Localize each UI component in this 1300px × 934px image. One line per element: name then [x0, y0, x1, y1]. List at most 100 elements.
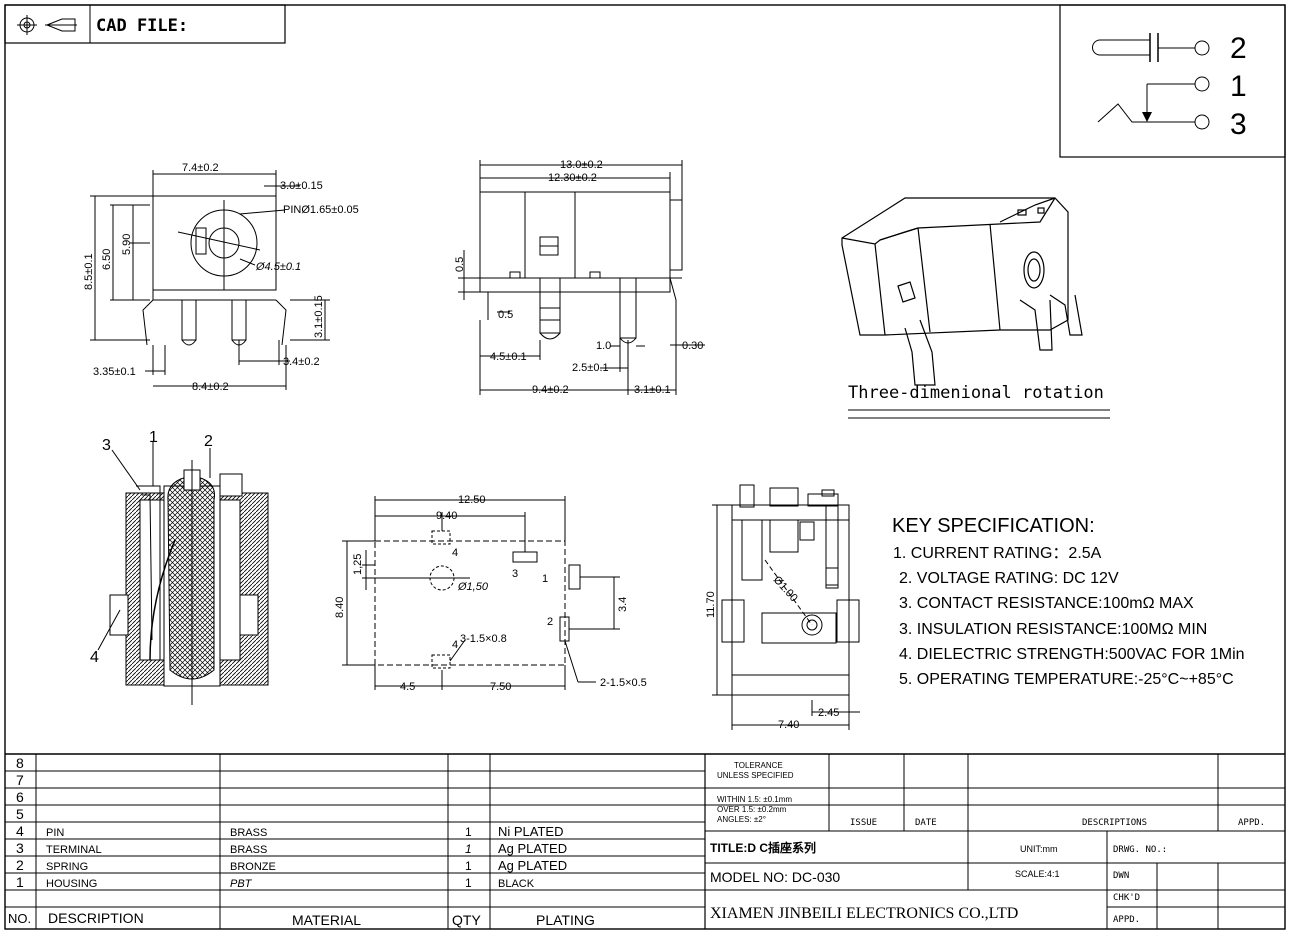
bom-desc: PIN [46, 827, 64, 839]
fp-slot3: 3-1.5×0.8 [460, 633, 507, 645]
fp-dim-45: 4.5 [400, 681, 415, 693]
fp-pad-4a: 4 [452, 547, 458, 559]
model-no: MODEL NO: DC-030 [710, 869, 840, 885]
sv-dim-45: 4.5±0.1 [490, 351, 527, 363]
sv-dim-25: 2.5±0.1 [572, 362, 609, 374]
fv-dim-650: 6.50 [101, 249, 113, 270]
issue-label: ISSUE [850, 818, 877, 828]
spec-title: KEY SPECIFICATION: [892, 515, 1095, 537]
section-callout-4: 4 [90, 649, 99, 666]
bom-desc: TERMINAL [46, 844, 102, 856]
fp-dim-750: 7.50 [490, 681, 511, 693]
bom-header-qty: QTY [452, 912, 481, 928]
ev-dim-740: 7.40 [778, 719, 799, 731]
title-block-text: TOLERANCE UNLESS SPECIFIED WITHIN 1.5: ±… [710, 761, 1265, 925]
tol-title-2: UNLESS SPECIFIED [717, 771, 794, 780]
scale-label: SCALE:4:1 [1015, 869, 1060, 879]
tol-line-1: WITHIN 1.5: ±0.1mm [717, 795, 792, 804]
isometric-view [841, 197, 1083, 386]
fv-dim-pingap: 3.4±0.2 [283, 356, 320, 368]
bom-rows: 8 7 6 5 4 3 2 1 PIN TERMINAL SPRING HOUS… [8, 755, 595, 928]
bom-table [5, 753, 1285, 929]
bom-no: 8 [16, 755, 24, 771]
sv-dim-05b: 0.5 [498, 309, 513, 321]
bom-qty: 1 [465, 876, 472, 890]
fp-pad-4b: 4 [452, 639, 458, 651]
fp-pad-1: 1 [542, 573, 548, 585]
bom-qty: 1 [465, 842, 472, 856]
sv-dim-030: 0.30 [682, 340, 703, 352]
appd-label: APPD. [1113, 915, 1140, 925]
bom-qty: 1 [465, 859, 472, 873]
appd-top-label: APPD. [1238, 818, 1265, 828]
ev-dim-hole: Ø1.00 [771, 574, 800, 604]
fp-pad-2: 2 [547, 616, 553, 628]
section-callout-2: 2 [204, 433, 213, 450]
drawing-title: TITLE:D C插座系列 [710, 840, 816, 855]
fv-dim-leftoff: 3.35±0.1 [93, 366, 136, 378]
bom-material: BRASS [230, 827, 267, 839]
bom-plating: BLACK [498, 878, 535, 890]
descriptions-label: DESCRIPTIONS [1082, 818, 1147, 828]
pin-schematic: 2 1 3 [1059, 4, 1286, 158]
side-view [458, 160, 705, 395]
cad-file-label: CAD FILE: [96, 16, 188, 36]
title-block [705, 754, 1285, 929]
pin-label-2: 2 [1230, 32, 1247, 65]
fp-dim-34: 3.4 [617, 597, 629, 612]
spec-item: 3. INSULATION RESISTANCE:100MΩ MIN [899, 621, 1207, 638]
drawing-border [4, 4, 1286, 930]
dwn-label: DWN [1113, 871, 1129, 881]
sv-dim-10: 1.0 [596, 340, 611, 352]
tol-title-1: TOLERANCE [734, 761, 783, 770]
fv-dim-hole: Ø4.5±0.1 [255, 261, 301, 273]
fv-dim-pin: PINØ1.65±0.05 [283, 204, 359, 216]
drwg-no-label: DRWG. NO.: [1113, 845, 1167, 855]
bom-plating: Ni PLATED [498, 824, 564, 839]
section-callout-3: 3 [102, 437, 111, 454]
key-specification: KEY SPECIFICATION: 1. CURRENT RATING：2.5… [892, 515, 1245, 688]
bom-material: BRONZE [230, 861, 276, 873]
spec-item: 1. CURRENT RATING：2.5A [893, 545, 1102, 562]
fv-dim-top: 3.0±0.15 [280, 180, 323, 192]
section-view [97, 442, 269, 705]
projection-icon [17, 15, 77, 35]
end-view [712, 484, 860, 730]
footprint-view [342, 496, 620, 690]
fv-dim-pinlen: 3.1±0.15 [313, 295, 325, 338]
header-box: CAD FILE: [4, 4, 286, 44]
fp-pad-3: 3 [512, 568, 518, 580]
bom-desc: HOUSING [46, 878, 97, 890]
fp-slot2: 2-1.5×0.5 [600, 677, 647, 689]
bom-no: 6 [16, 789, 24, 805]
pin-label-1: 1 [1230, 70, 1247, 103]
unit-label: UNIT:mm [1020, 844, 1058, 854]
bom-header-plating: PLATING [536, 912, 595, 928]
tol-line-3: ANGLES: ±2° [717, 815, 766, 824]
pin-label-3: 3 [1230, 108, 1247, 141]
bom-no: 4 [16, 823, 24, 839]
company-name: XIAMEN JINBEILI ELECTRONICS CO.,LTD [710, 905, 1018, 922]
bom-no: 2 [16, 857, 24, 873]
fp-dim-h1: 1,25 [352, 554, 364, 575]
bom-desc: SPRING [46, 861, 88, 873]
bom-no: 1 [16, 874, 24, 890]
section-callout-1: 1 [149, 429, 158, 446]
date-label: DATE [915, 818, 937, 828]
fv-dim-590: 5.90 [121, 234, 133, 255]
spec-item: 3. CONTACT RESISTANCE:100mΩ MAX [899, 595, 1194, 612]
ev-dim-245: 2.45 [818, 707, 839, 719]
fv-dim-height: 8.5±0.1 [83, 253, 95, 290]
bom-plating: Ag PLATED [498, 841, 567, 856]
spec-item: 4. DIELECTRIC STRENGTH:500VAC FOR 1Min [899, 646, 1245, 663]
sv-dim-inner: 12.30±0.2 [548, 172, 597, 184]
bom-material: BRASS [230, 844, 267, 856]
bom-no: 7 [16, 772, 24, 788]
fp-dim-h: 8.40 [334, 597, 346, 618]
fv-dim-bottomw: 8.4±0.2 [192, 381, 229, 393]
sv-dim-31: 3.1±0.1 [634, 384, 671, 396]
chkd-label: CHK'D [1113, 893, 1140, 903]
iso-caption: Three-dimenional rotation [848, 383, 1104, 403]
sv-dim-length: 13.0±0.2 [560, 159, 603, 171]
